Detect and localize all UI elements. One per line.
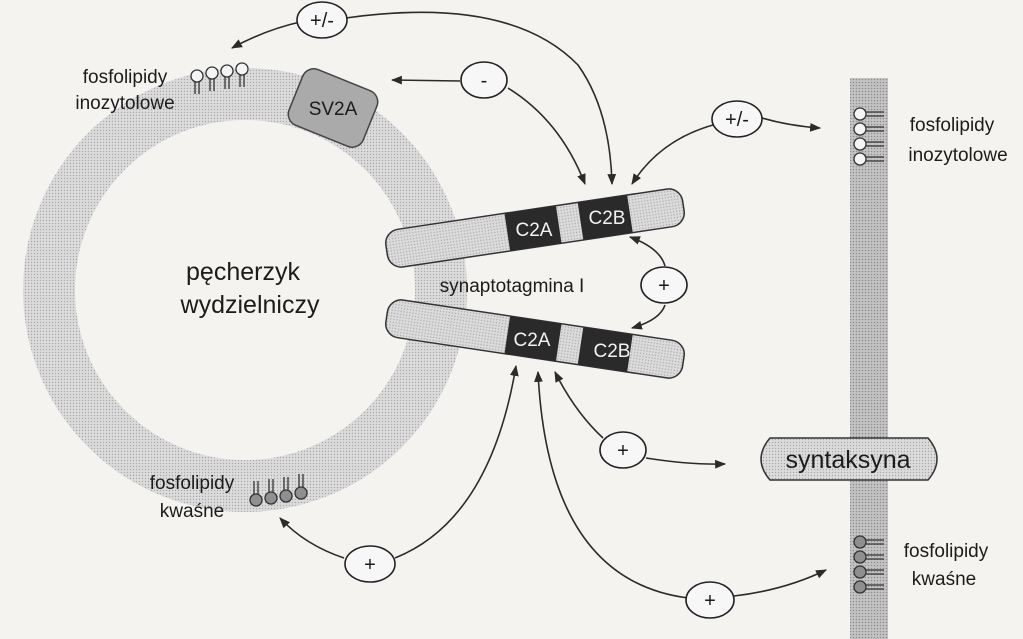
membrane-inositol-line2: inozytolowe — [908, 145, 1007, 166]
arrow-membrane-inositol-right — [761, 117, 822, 132]
arrow-membrane-acidic-to-c2a — [534, 370, 689, 599]
vesicle-acidic-line2: kwaśne — [160, 501, 224, 522]
arrow-c2b-upper — [628, 236, 666, 267]
syntaxin-label: syntaksyna — [785, 446, 910, 474]
sign-between-c2b: + — [640, 266, 688, 304]
vesicle-inositol-line1: fosfolipidy — [83, 67, 168, 88]
sign-sv2a: - — [460, 61, 508, 99]
vesicle-inositol-phospholipid-icon — [190, 62, 249, 94]
membrane-inositol-line1: fosfolipidy — [910, 115, 995, 136]
arrow-sv2a-to-c2b — [507, 87, 586, 186]
vesicle-inositol-line2: inozytolowe — [75, 93, 174, 114]
arrow-membrane-inositol-to-c2b — [631, 124, 714, 185]
arrow-top-left-to-c2b — [345, 11, 617, 186]
svg-text:+: + — [658, 275, 670, 297]
arrow-vesicle-acidic-to-c2a — [394, 364, 519, 559]
syntaxin-shape — [760, 437, 938, 481]
svg-text:+: + — [364, 554, 376, 576]
arrow-membrane-acidic-right — [733, 569, 827, 597]
arrow-top-left-to-vesicle-inositol — [231, 21, 301, 49]
membrane-inositol-phospholipid-icon — [853, 107, 884, 166]
membrane-acidic-phospholipid-icon — [853, 535, 884, 594]
c2a-domain-lower: C2A — [514, 330, 551, 351]
c2b-domain-lower: C2B — [594, 341, 631, 362]
svg-text:+/-: +/- — [725, 109, 749, 131]
arrow-syntaxin-to-c2a — [554, 371, 604, 439]
arrow-vesicle-acidic-left — [279, 517, 345, 559]
vesicle-acidic-phospholipid-icon — [249, 474, 308, 507]
c2a-domain-upper: C2A — [516, 220, 553, 241]
svg-text:+/-: +/- — [310, 10, 334, 32]
vesicle-label-line2: wydzielniczy — [180, 291, 320, 319]
vesicle-acidic-line1: fosfolipidy — [150, 473, 235, 494]
svg-text:+: + — [704, 590, 716, 612]
vesicle-membrane — [23, 68, 467, 512]
svg-text:-: - — [481, 70, 488, 92]
sign-membrane-acidic: + — [685, 581, 735, 619]
sv2a-label: SV2A — [309, 99, 358, 120]
svg-text:+: + — [617, 440, 629, 462]
membrane-acidic-line2: kwaśne — [912, 569, 976, 590]
membrane-acidic-line1: fosfolipidy — [904, 541, 989, 562]
arrow-syntaxin-right — [645, 457, 727, 469]
synaptotagmin-upper — [385, 188, 685, 268]
arrow-c2b-lower — [630, 304, 666, 330]
sign-syntaxin: + — [599, 431, 647, 469]
arrow-sv2a-left — [390, 75, 461, 85]
sv2a-protein — [287, 68, 379, 148]
sign-membrane-inositol: +/- — [711, 100, 763, 138]
synaptotagmin-lower — [385, 299, 685, 379]
vesicle-label-line1: pęcherzyk — [186, 258, 300, 286]
synaptotagmin-label: synaptotagmina I — [440, 276, 585, 297]
sign-vesicle-acidic: + — [344, 545, 396, 583]
c2b-domain-upper: C2B — [589, 208, 626, 229]
sign-top-left: +/- — [296, 1, 348, 39]
